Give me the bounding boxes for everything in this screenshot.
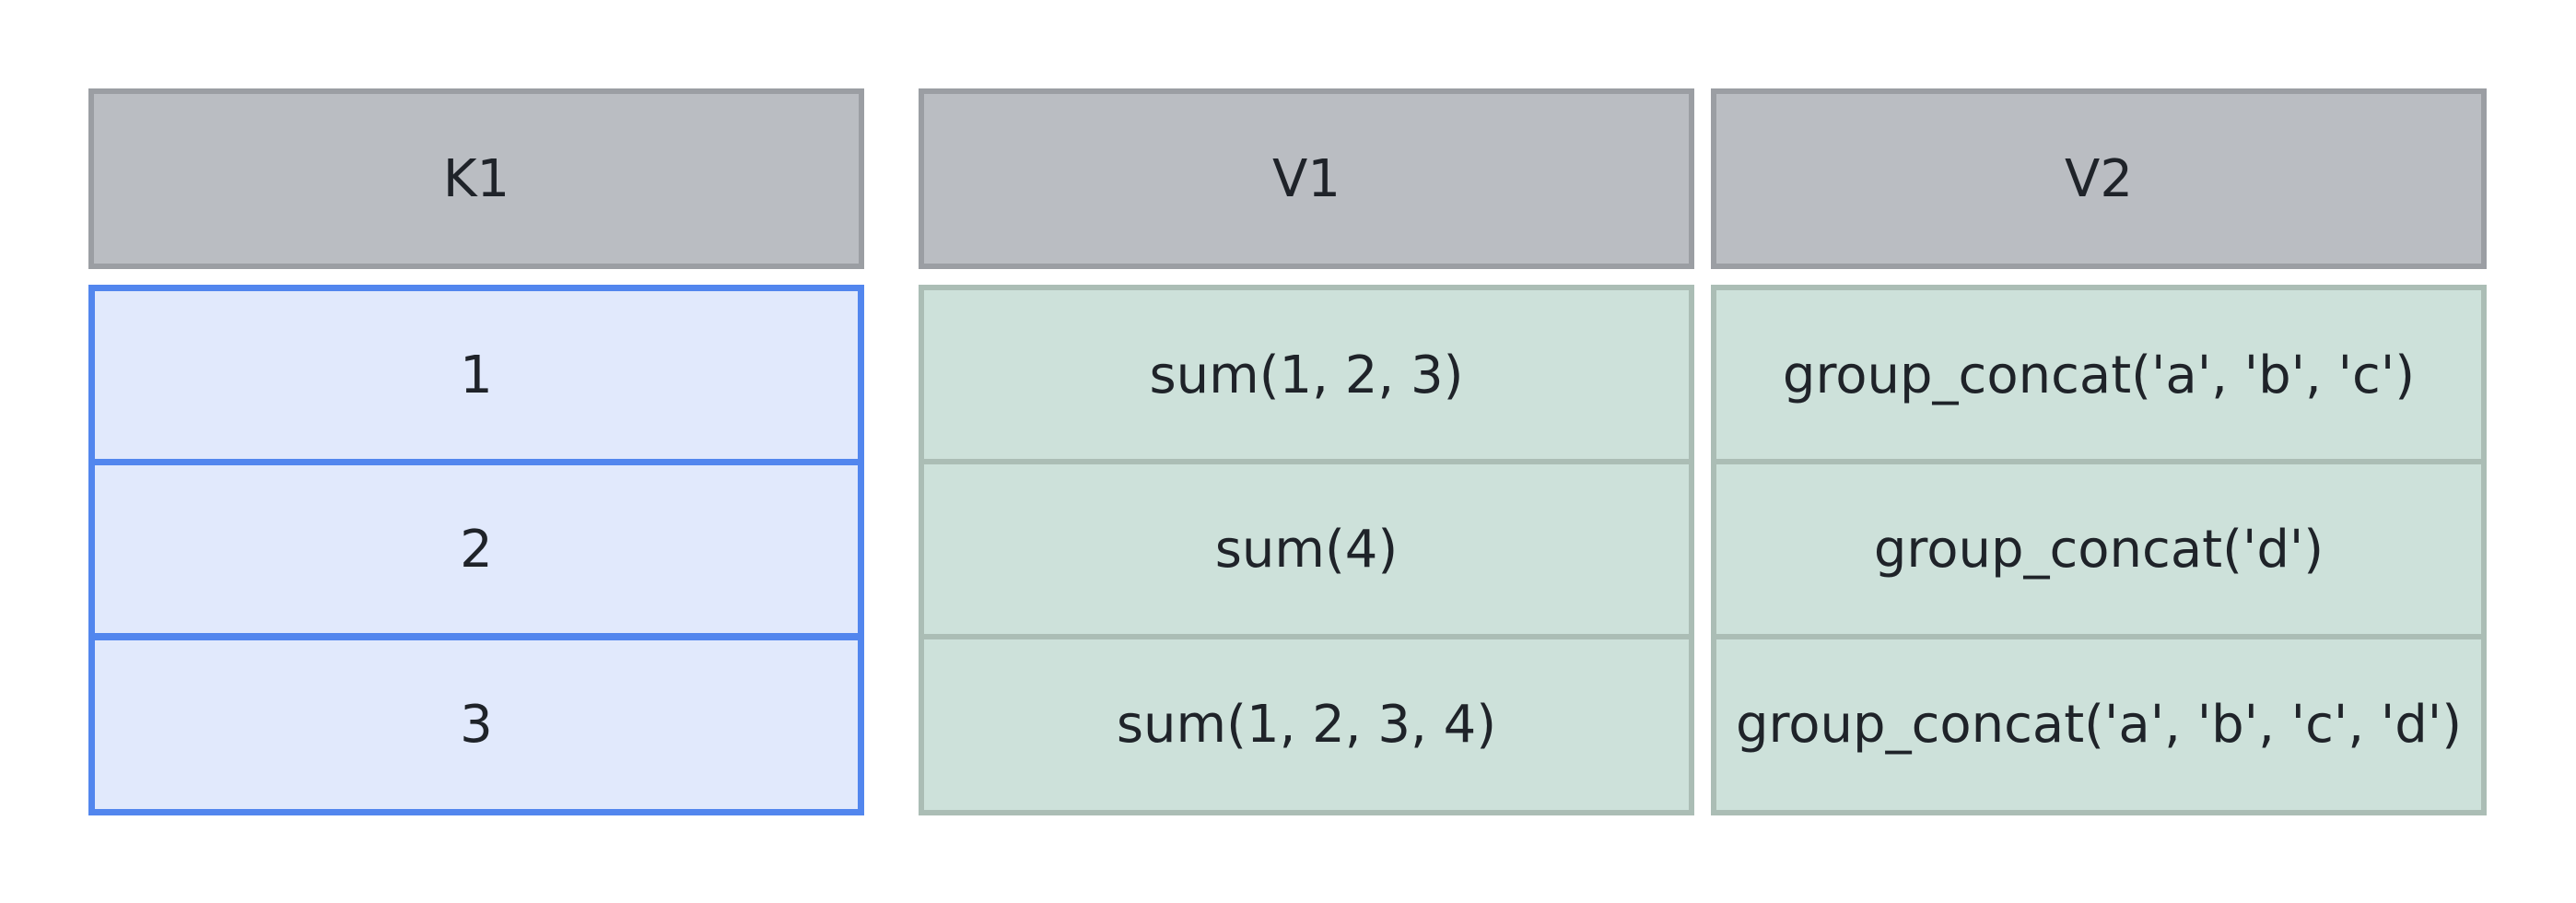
v1-cell-row-1: sum(1, 2, 3) (919, 285, 1694, 465)
key-value: 2 (460, 519, 493, 580)
v2-cell-row-3: group_concat('a', 'b', 'c', 'd') (1711, 634, 2487, 815)
header-v2: V2 (1711, 88, 2487, 269)
v1-value: sum(1, 2, 3) (1149, 345, 1464, 405)
header-v2-label: V2 (2065, 148, 2133, 209)
v1-cell-row-3: sum(1, 2, 3, 4) (919, 634, 1694, 815)
header-k1: K1 (88, 88, 864, 269)
header-k1-label: K1 (442, 148, 510, 209)
v1-cell-row-2: sum(4) (919, 459, 1694, 639)
key-value: 1 (460, 345, 493, 405)
v1-value: sum(1, 2, 3, 4) (1116, 695, 1497, 755)
v1-value: sum(4) (1214, 519, 1399, 580)
header-v1: V1 (919, 88, 1694, 269)
v2-value: group_concat('a', 'b', 'c', 'd') (1735, 695, 2463, 755)
key-cell-row-1: 1 (88, 285, 864, 465)
v2-value: group_concat('a', 'b', 'c') (1782, 345, 2416, 405)
v2-cell-row-1: group_concat('a', 'b', 'c') (1711, 285, 2487, 465)
header-v1-label: V1 (1272, 148, 1341, 209)
key-value: 3 (460, 695, 493, 755)
key-cell-row-3: 3 (88, 634, 864, 815)
key-cell-row-2: 2 (88, 459, 864, 639)
v2-value: group_concat('d') (1873, 519, 2324, 580)
v2-cell-row-2: group_concat('d') (1711, 459, 2487, 639)
